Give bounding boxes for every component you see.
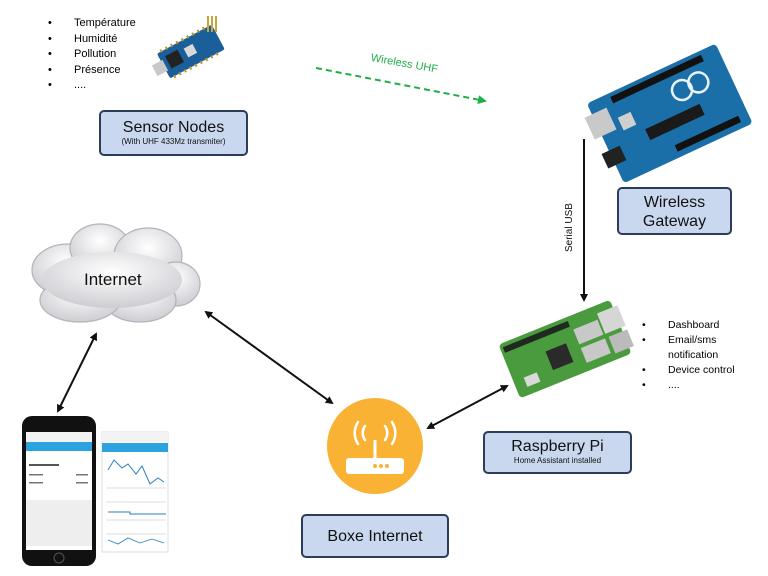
gateway-title-line2: Gateway <box>642 213 707 230</box>
internet-phone-arrow <box>57 332 97 413</box>
boxe-internet-title: Boxe Internet <box>327 528 423 545</box>
wireless-uhf-arrow <box>315 67 487 105</box>
raspberry-pi-board <box>499 300 634 398</box>
raspberry-feature-item: Device control <box>642 363 766 378</box>
sensor-types-list: Température Humidité Pollution Présence … <box>48 16 168 94</box>
raspberry-title: Raspberry Pi <box>511 438 604 455</box>
sensor-type-item: Humidité <box>48 32 168 48</box>
sensor-type-item: .... <box>48 78 168 94</box>
dashboard-screenshot <box>101 431 169 553</box>
wireless-gateway-box: Wireless Gateway <box>617 187 732 235</box>
raspberry-feature-item: .... <box>642 378 766 393</box>
raspberry-feature-item: Dashboard <box>642 318 766 333</box>
gateway-title-line1: Wireless <box>643 194 706 211</box>
boxe-raspberry-arrow <box>426 385 509 429</box>
internet-cloud <box>31 223 201 323</box>
boxe-internet-box: Boxe Internet <box>301 514 449 558</box>
raspberry-feature-item: Email/sms notification <box>642 333 766 363</box>
arduino-uno-board <box>584 44 752 182</box>
sensor-type-item: Pollution <box>48 47 168 63</box>
sensor-type-item: Présence <box>48 63 168 79</box>
raspberry-pi-box: Raspberry Pi Home Assistant installed <box>483 431 632 474</box>
sensor-nodes-title: Sensor Nodes <box>122 119 225 136</box>
raspberry-subtitle: Home Assistant installed <box>513 456 602 465</box>
sensor-nodes-box: Sensor Nodes (With UHF 433Mz transmiter) <box>99 110 248 156</box>
router-icon <box>327 398 423 494</box>
smartphone <box>22 416 96 566</box>
sensor-nodes-subtitle: (With UHF 433Mz transmiter) <box>121 137 226 146</box>
internet-label: Internet <box>84 270 142 289</box>
pin-header <box>207 16 217 32</box>
sensor-type-item: Température <box>48 16 168 32</box>
serial-usb-label: Serial USB <box>564 203 575 252</box>
internet-boxe-arrow <box>204 310 334 405</box>
raspberry-features-list: Dashboard Email/sms notification Device … <box>642 318 766 393</box>
